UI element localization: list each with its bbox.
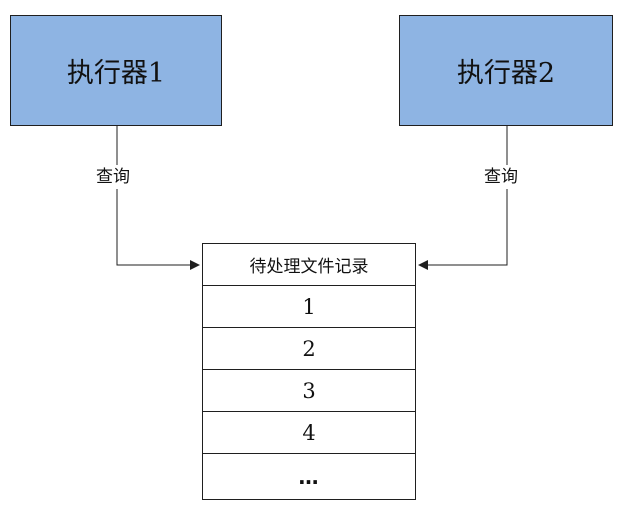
- record-row: 2: [203, 328, 415, 370]
- record-row-ellipsis: …: [298, 464, 320, 489]
- executor-1-label: 执行器1: [66, 58, 166, 89]
- query-line-1: [116, 126, 200, 270]
- executor-1-box: 执行器1: [10, 15, 222, 126]
- record-row: 4: [203, 412, 415, 454]
- query-line-2: [418, 126, 508, 270]
- query-label-2: 查询: [484, 165, 518, 189]
- query-label-1: 查询: [96, 165, 130, 189]
- record-row: 3: [203, 370, 415, 412]
- record-table-header: 待处理文件记录: [203, 244, 415, 286]
- executor-2-label: 执行器2: [456, 58, 556, 89]
- record-row: 1: [203, 286, 415, 328]
- executor-2-box: 执行器2: [399, 15, 613, 126]
- pending-file-record-table: 待处理文件记录 1 2 3 4 …: [202, 243, 416, 500]
